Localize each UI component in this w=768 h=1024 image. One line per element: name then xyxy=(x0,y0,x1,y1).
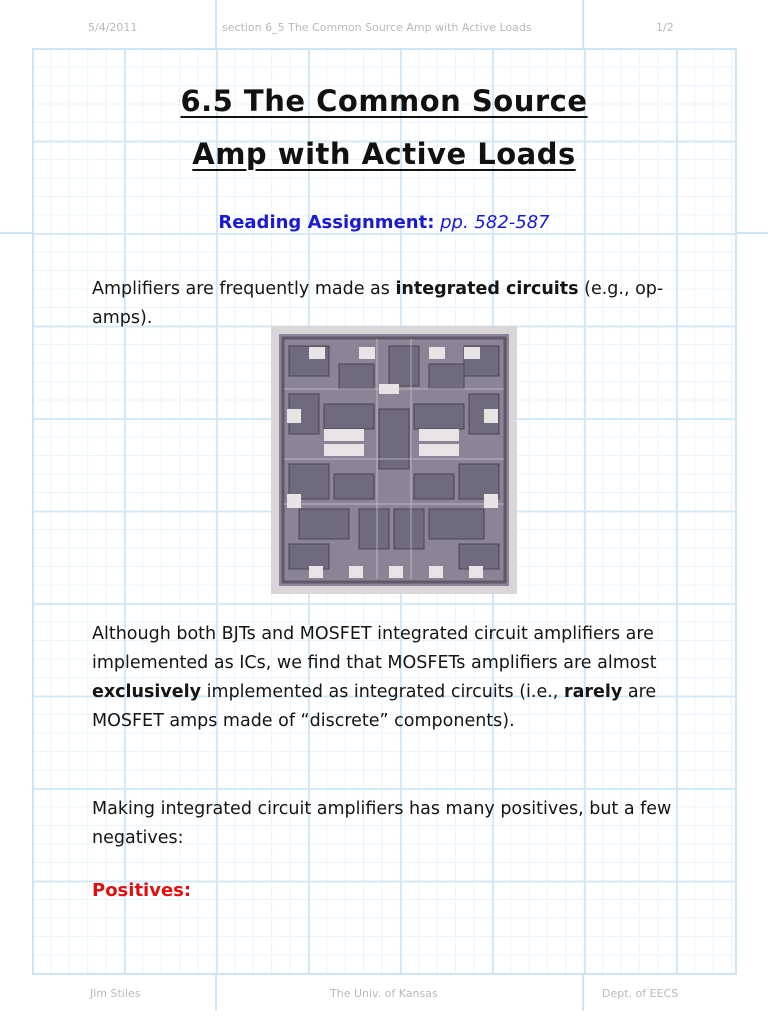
grid-edge-tick xyxy=(737,232,768,234)
emphasis-text: exclusively xyxy=(92,682,202,702)
title-text: 6.5 The Common Source xyxy=(180,84,588,118)
footer-divider xyxy=(215,975,217,1011)
text: implemented as integrated circuits (i.e.… xyxy=(201,682,564,702)
header-date: 5/4/2011 xyxy=(88,21,138,34)
footer-department: Dept. of EECS xyxy=(602,987,679,1000)
title-text: Amp with Active Loads xyxy=(192,137,576,171)
reading-assignment-label: Reading Assignment: xyxy=(218,212,435,233)
grid-edge-tick xyxy=(0,232,32,234)
footer-divider xyxy=(582,975,584,1011)
paragraph-intro: Amplifiers are frequently made as integr… xyxy=(92,275,672,333)
text: Amplifiers are frequently made as xyxy=(92,279,396,299)
text: are MOSFET amps made of “discrete” compo… xyxy=(92,682,657,731)
reading-assignment-pages: pp. 582-587 xyxy=(440,212,550,233)
page-footer: Jim Stiles The Univ. of Kansas Dept. of … xyxy=(0,975,768,1023)
chip-image-icon xyxy=(279,334,509,586)
header-divider xyxy=(582,0,584,48)
emphasis-text: integrated circuits xyxy=(395,279,579,299)
page-header: 5/4/2011 section 6_5 The Common Source A… xyxy=(0,0,768,48)
text: Although both BJTs and MOSFET integrated… xyxy=(92,624,657,673)
footer-author: Jim Stiles xyxy=(90,987,141,1000)
text: (e.g., op-amps). xyxy=(92,279,664,328)
page-title-line2: Amp with Active Loads xyxy=(0,137,768,171)
positives-heading: Positives: xyxy=(92,880,192,901)
paragraph-mosfet-ic: Although both BJTs and MOSFET integrated… xyxy=(92,620,672,736)
reading-assignment: Reading Assignment: pp. 582-587 xyxy=(0,212,768,233)
header-divider xyxy=(215,0,217,48)
header-section-title: section 6_5 The Common Source Amp with A… xyxy=(222,21,532,34)
header-page-number: 1/2 xyxy=(656,21,674,34)
footer-university: The Univ. of Kansas xyxy=(330,987,438,1000)
paragraph-positives-negatives: Making integrated circuit amplifiers has… xyxy=(92,799,672,848)
ic-die-photo xyxy=(271,326,517,594)
page-title-line1: 6.5 The Common Source xyxy=(0,84,768,118)
emphasis-text: rarely xyxy=(563,682,623,702)
